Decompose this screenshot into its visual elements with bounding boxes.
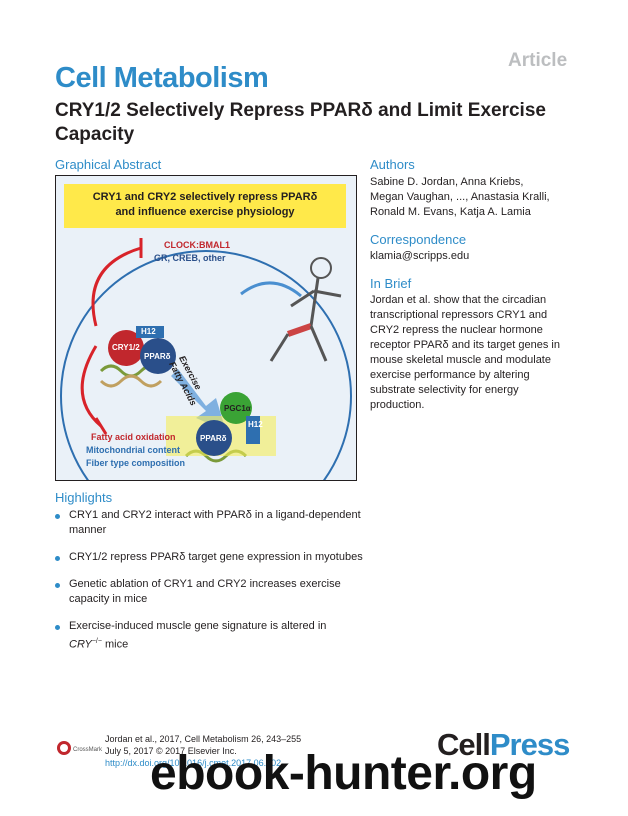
label-h12-top: H12 (141, 327, 156, 336)
watermark: ebook-hunter.org (150, 747, 537, 800)
runner-head (310, 257, 332, 279)
crossmark-label: CrossMark (73, 747, 103, 753)
highlight-tail: mice (101, 638, 129, 651)
label-pgc1a: PGC1α (224, 404, 251, 413)
crossmark-icon[interactable]: CrossMark (56, 738, 104, 758)
runner-arm-left (290, 289, 315, 308)
bullet-icon (55, 514, 60, 519)
graphical-abstract-heading: Graphical Abstract (55, 157, 162, 172)
dna-top-strand-b (99, 374, 163, 388)
runner-leg-right (309, 325, 328, 362)
doi-link[interactable]: http://dx.doi.org/10.1016/j.cmet.2017.06… (105, 758, 282, 768)
citation-line-2: July 5, 2017 © 2017 Elsevier Inc. (105, 746, 237, 756)
article-title: CRY1/2 Selectively Repress PPARδ and Lim… (55, 100, 546, 145)
banner-line-2: and influence exercise physiology (115, 206, 295, 218)
runner-leg-left (269, 333, 290, 362)
citation-line-1: Jordan et al., 2017, Cell Metabolism 26,… (105, 734, 302, 744)
article-tag: Article (508, 50, 568, 71)
pgc1a-protein (220, 392, 252, 424)
highlights-list: CRY1 and CRY2 interact with PPARδ in a l… (55, 508, 365, 665)
cellpress-logo: CellPress (437, 727, 570, 763)
label-ppar-top: PPARδ (144, 352, 171, 361)
repression-bar-bottom (94, 417, 108, 435)
label-cry: CRY1/2 (112, 343, 140, 352)
knockout-superscript: −/− (91, 638, 102, 645)
bullet-icon (55, 556, 60, 561)
bullet-icon (55, 583, 60, 588)
runner-thigh-muscle (287, 323, 312, 337)
label-h12-bottom: H12 (248, 420, 263, 429)
ppar-protein-top (140, 338, 176, 374)
label-clock: CLOCK:BMAL1 (164, 240, 230, 250)
h12-top-block (136, 326, 164, 338)
cry-gene-symbol: CRY (69, 638, 92, 651)
cell-outline (60, 250, 352, 480)
runner-torso (309, 277, 320, 327)
cellpress-press: Press (489, 727, 570, 762)
figure-banner: CRY1 and CRY2 selectively repress PPARδ … (64, 184, 346, 228)
highlight-item: CRY1/2 repress PPARδ target gene express… (55, 550, 365, 565)
citation-block: Jordan et al., 2017, Cell Metabolism 26,… (105, 733, 301, 769)
label-ppar-bottom: PPARδ (200, 434, 227, 443)
repression-arc-bottom (80, 345, 102, 428)
in-brief-text: Jordan et al. show that the circadian tr… (370, 294, 560, 411)
label-mitochondrial: Mitochondrial content (86, 445, 180, 455)
bullet-icon (55, 625, 60, 630)
correspondence-email[interactable]: klamia@scripps.edu (370, 250, 470, 262)
exercise-arrow (171, 369, 226, 431)
ppar-protein-bottom (196, 420, 232, 456)
label-gr: GR, CREB, other (154, 253, 226, 263)
journal-name: Cell Metabolism (55, 62, 269, 94)
runner-arrow (240, 281, 302, 298)
highlight-item: CRY1 and CRY2 interact with PPARδ in a l… (55, 508, 365, 538)
highlights-heading: Highlights (55, 490, 113, 505)
repression-arc-top (91, 246, 142, 327)
banner-line-1: CRY1 and CRY2 selectively repress PPARδ (92, 191, 318, 203)
in-brief-heading: In Brief (370, 276, 412, 291)
figure-drawing (60, 238, 352, 480)
correspondence-heading: Correspondence (370, 232, 467, 247)
h12-bottom-block (246, 416, 260, 444)
graphical-abstract-figure: CRY1 and CRY2 selectively repress PPARδ … (55, 175, 357, 481)
cellpress-cell: Cell (437, 727, 491, 762)
authors-list: Sabine D. Jordan, Anna Kriebs, Megan Vau… (370, 176, 550, 218)
highlight-item: Genetic ablation of CRY1 and CRY2 increa… (55, 577, 365, 607)
runner-arm-right (313, 289, 342, 298)
authors-heading: Authors (370, 157, 415, 172)
label-fiber-type: Fiber type composition (86, 458, 186, 468)
cry-protein (108, 330, 144, 366)
highlight-item: Exercise-induced muscle gene signature i… (55, 619, 365, 653)
label-fatty-acid-oxidation: Fatty acid oxidation (91, 432, 176, 442)
